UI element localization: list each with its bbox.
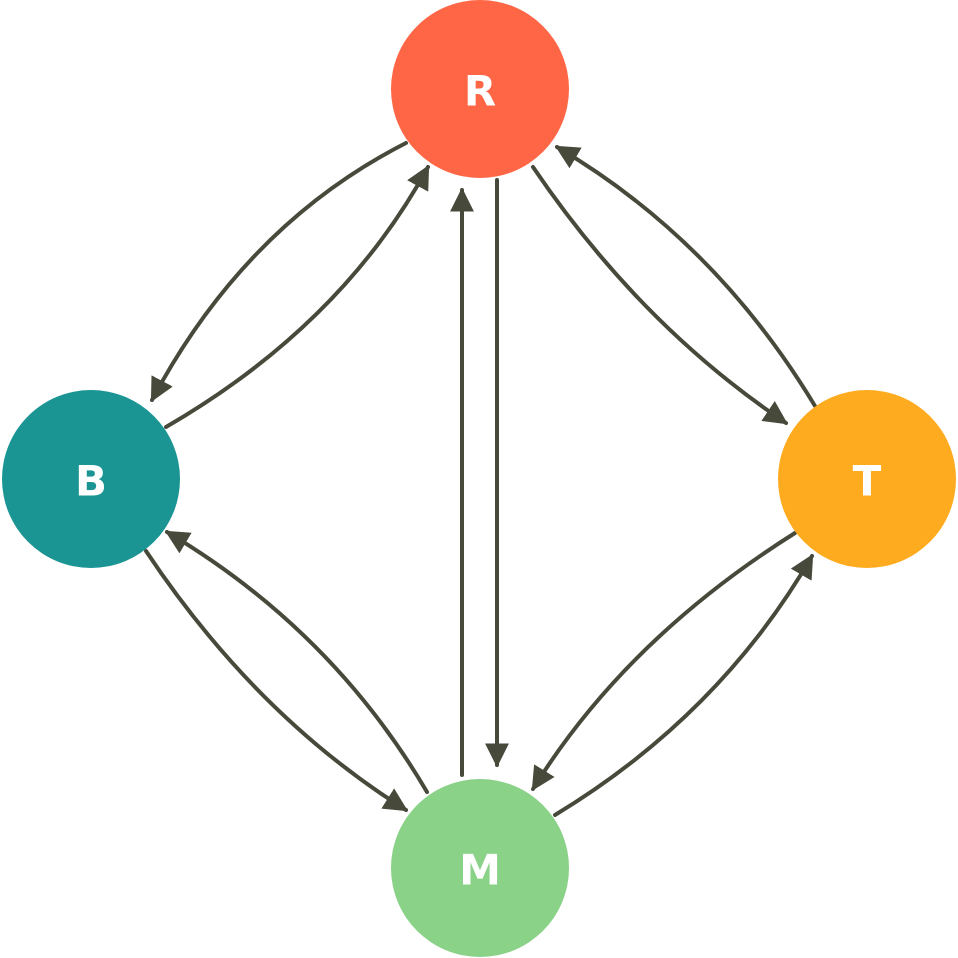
- edges-layer: [144, 141, 817, 817]
- node-m-label: M: [459, 846, 501, 895]
- node-r-circle: [391, 0, 569, 178]
- node-t-label: T: [853, 457, 882, 506]
- node-m: M: [391, 779, 569, 957]
- edge-m-to-t: [553, 553, 814, 817]
- edge-m-to-b: [164, 530, 429, 794]
- edge-b-to-m: [144, 549, 409, 812]
- edge-t-to-r: [554, 145, 817, 408]
- node-b-circle: [2, 390, 180, 568]
- node-m-circle: [391, 779, 569, 957]
- node-b-label: B: [75, 457, 107, 506]
- node-r: R: [391, 0, 569, 178]
- edge-t-to-m: [531, 531, 797, 792]
- node-r-label: R: [464, 67, 496, 116]
- edge-r-to-t: [531, 165, 788, 425]
- node-t-circle: [778, 390, 956, 568]
- node-b: B: [2, 390, 180, 568]
- node-t: T: [778, 390, 956, 568]
- edge-b-to-r: [164, 164, 430, 429]
- edge-r-to-b: [150, 141, 408, 403]
